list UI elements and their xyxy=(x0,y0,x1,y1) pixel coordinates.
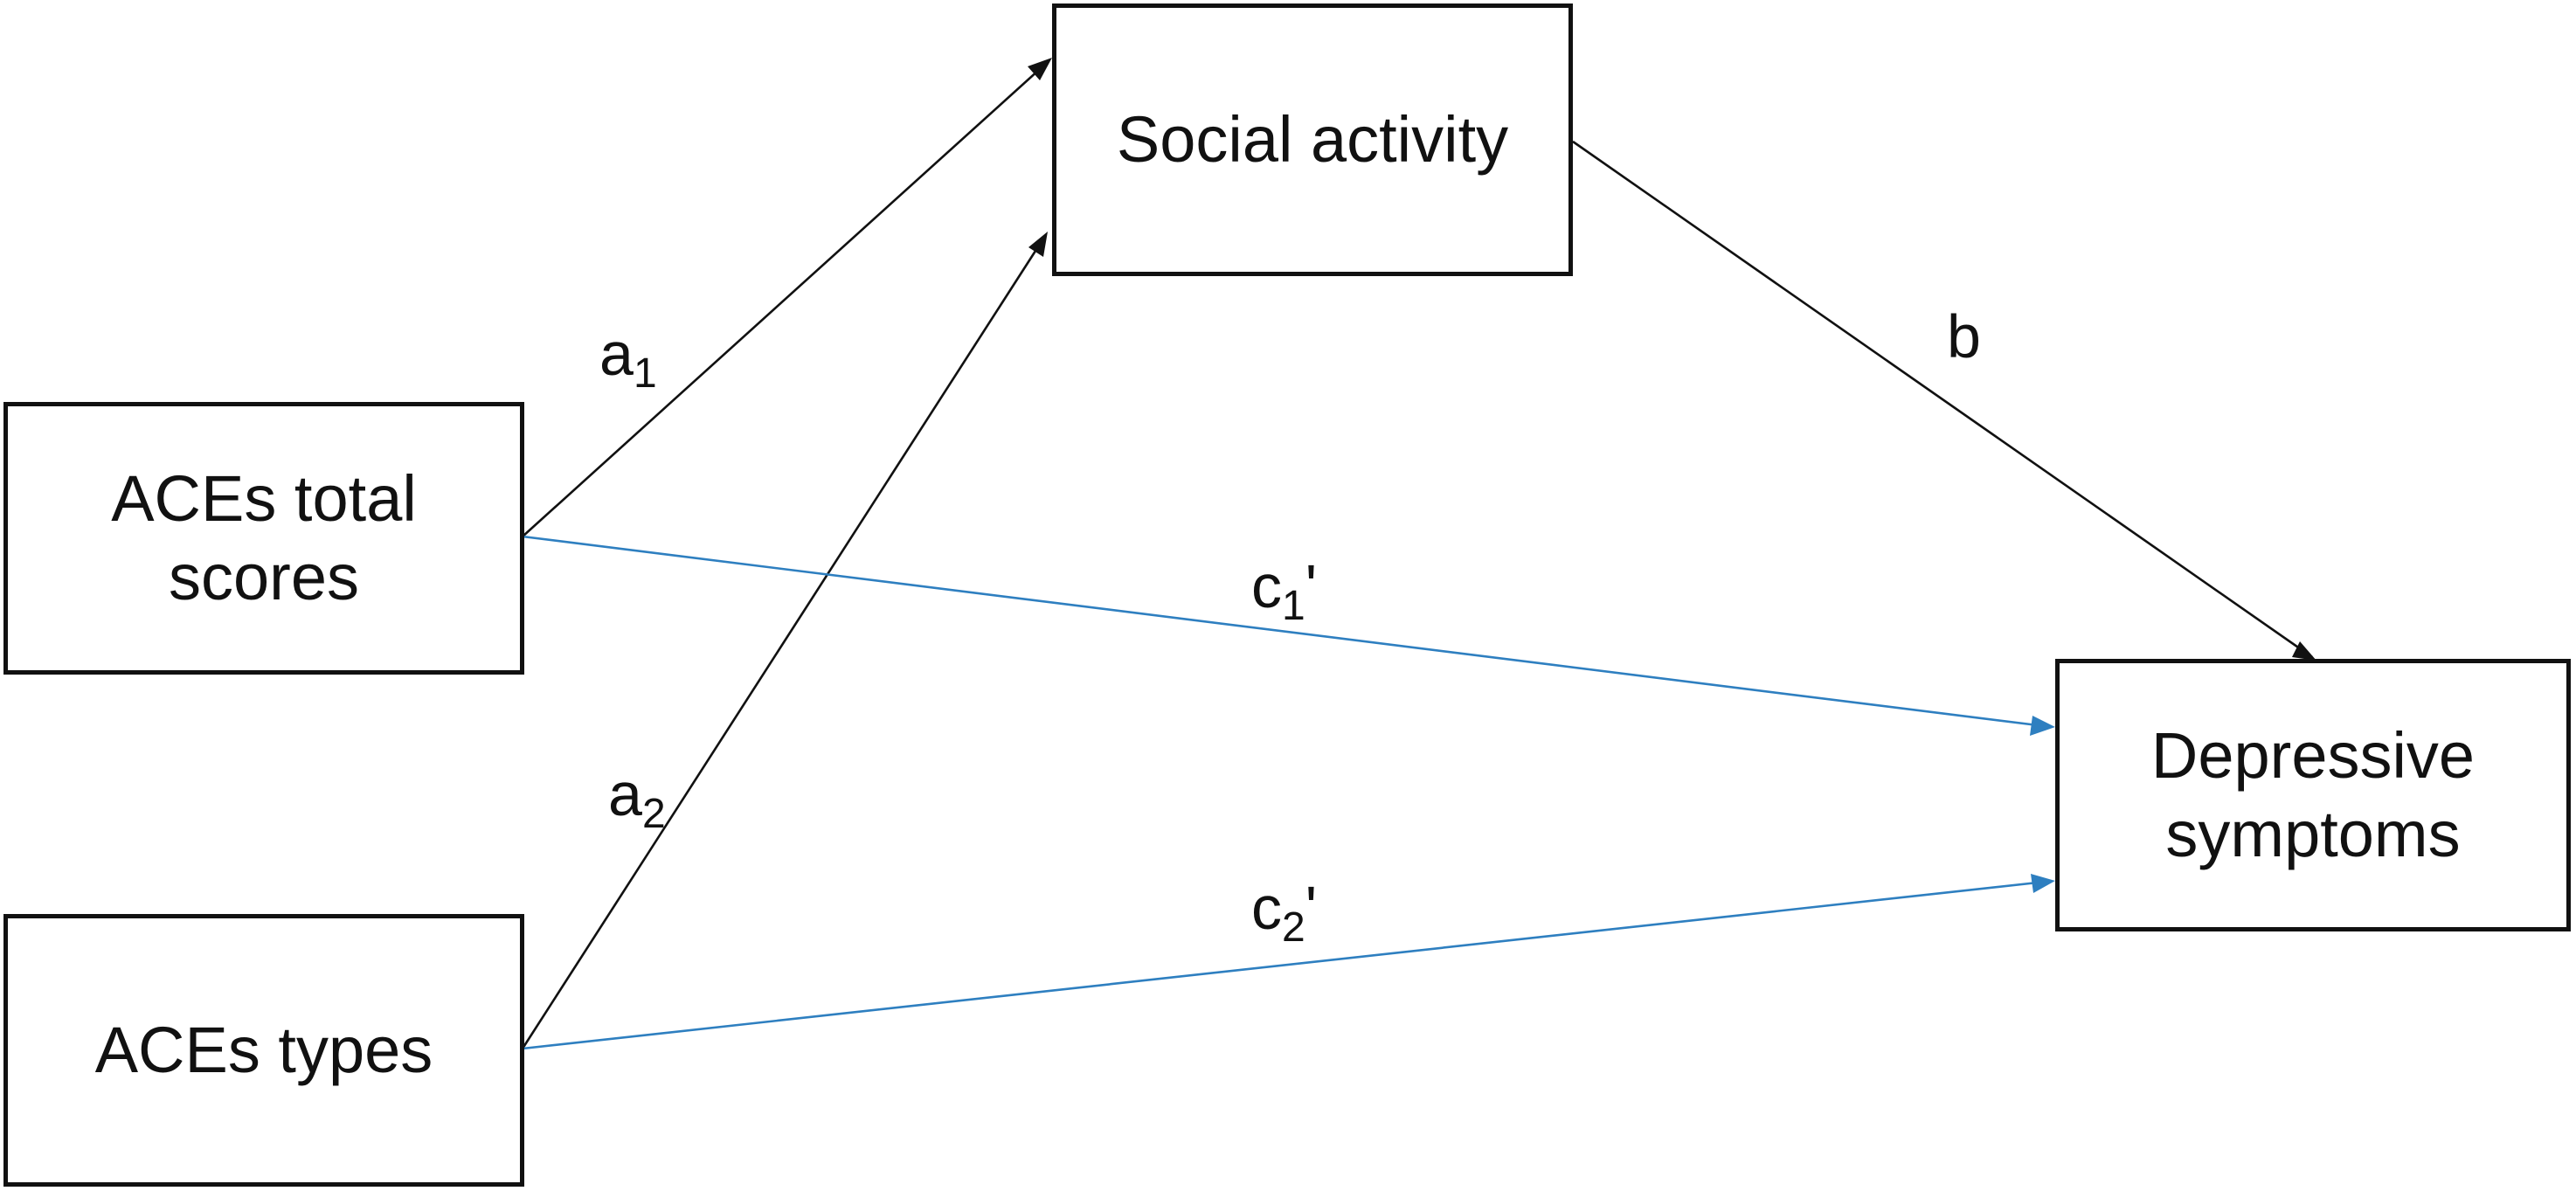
label-c1-base: c xyxy=(1251,552,1282,620)
node-aces-total-line1: ACEs total xyxy=(111,461,417,535)
label-a1-base: a xyxy=(599,320,634,388)
edge-c2 xyxy=(522,881,2039,1050)
arrowhead-b xyxy=(2292,641,2316,661)
node-depressive-line1: Depressive xyxy=(2150,718,2476,792)
label-a2-sub: 2 xyxy=(641,791,666,837)
label-b: b xyxy=(1947,306,1981,367)
label-c1-suffix: ' xyxy=(1305,552,1318,620)
node-social-activity-label: Social activity xyxy=(1116,102,1509,176)
label-a1: a1 xyxy=(599,323,657,395)
arrowhead-c1 xyxy=(2030,716,2055,736)
label-c2-prime: c2' xyxy=(1251,877,1317,949)
label-b-base: b xyxy=(1947,302,1981,370)
node-depressive-symptoms: Depressive symptoms xyxy=(2055,659,2571,931)
label-c1-prime: c1' xyxy=(1251,556,1317,627)
arrowhead-c2 xyxy=(2031,874,2055,893)
label-c2-base: c xyxy=(1251,874,1282,942)
edge-a2 xyxy=(521,235,1047,1049)
edge-a1 xyxy=(522,60,1049,537)
arrowhead-a1 xyxy=(1028,58,1052,80)
edge-b xyxy=(1572,140,2313,659)
node-aces-total-scores: ACEs total scores xyxy=(3,402,524,675)
node-aces-total-line2: scores xyxy=(169,541,359,613)
arrowhead-a2 xyxy=(1028,232,1048,257)
node-aces-types-label: ACEs types xyxy=(94,1013,433,1086)
label-a1-sub: 1 xyxy=(633,350,657,397)
edge-c1 xyxy=(522,535,2039,727)
label-c2-sub: 2 xyxy=(1282,904,1305,951)
node-social-activity: Social activity xyxy=(1052,3,1573,276)
label-a2-base: a xyxy=(608,760,642,828)
label-c2-suffix: ' xyxy=(1305,874,1318,942)
label-c1-sub: 1 xyxy=(1282,583,1305,629)
node-aces-types: ACEs types xyxy=(3,914,524,1187)
node-depressive-line2: symptoms xyxy=(2165,798,2461,870)
label-a2: a2 xyxy=(608,764,666,835)
